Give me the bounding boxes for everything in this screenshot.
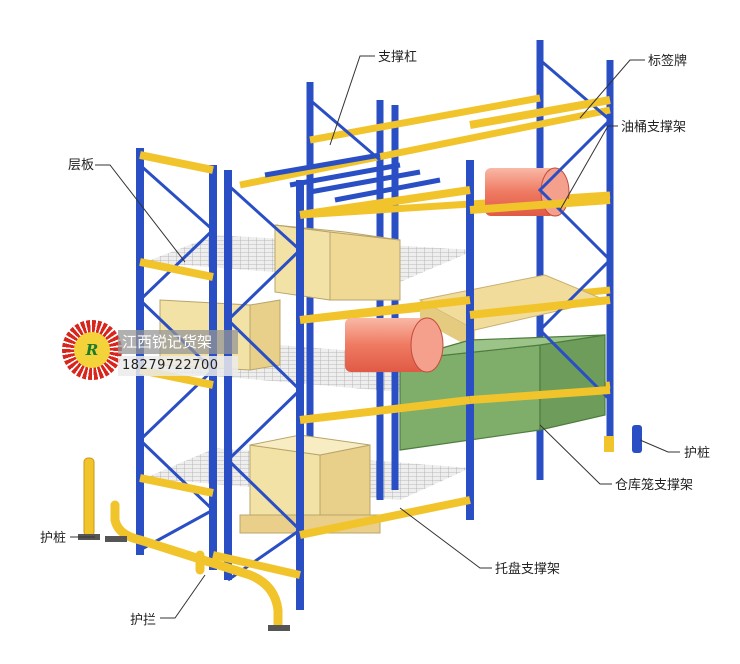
label-guard-post-left: 护桩 [40, 531, 67, 546]
label-drum-support: 油桶支撑架 [621, 120, 687, 135]
logo-phone: 18279722700 [118, 356, 238, 376]
label-shelf-panel: 层板 [68, 158, 95, 173]
leader-lines [70, 55, 680, 619]
support-bars [264, 152, 441, 203]
logo-badge: R [62, 320, 122, 380]
guard-posts [78, 425, 642, 540]
label-support-bar: 支撑杠 [378, 50, 418, 65]
rack-beams-front [139, 96, 611, 579]
label-cage-support: 仓库笼支撑架 [615, 478, 694, 493]
watermark-logo: R 江西锐记货架 18279722700 [62, 318, 238, 384]
label-pallet-support: 托盘支撑架 [495, 562, 561, 577]
label-guard-rail: 护拦 [130, 613, 157, 628]
label-guard-post-right: 护桩 [684, 446, 711, 461]
label-tag-plate: 标签牌 [648, 54, 688, 69]
logo-company-name: 江西锐记货架 [118, 330, 238, 354]
guard-rail [110, 500, 283, 630]
rail-feet [105, 536, 290, 631]
